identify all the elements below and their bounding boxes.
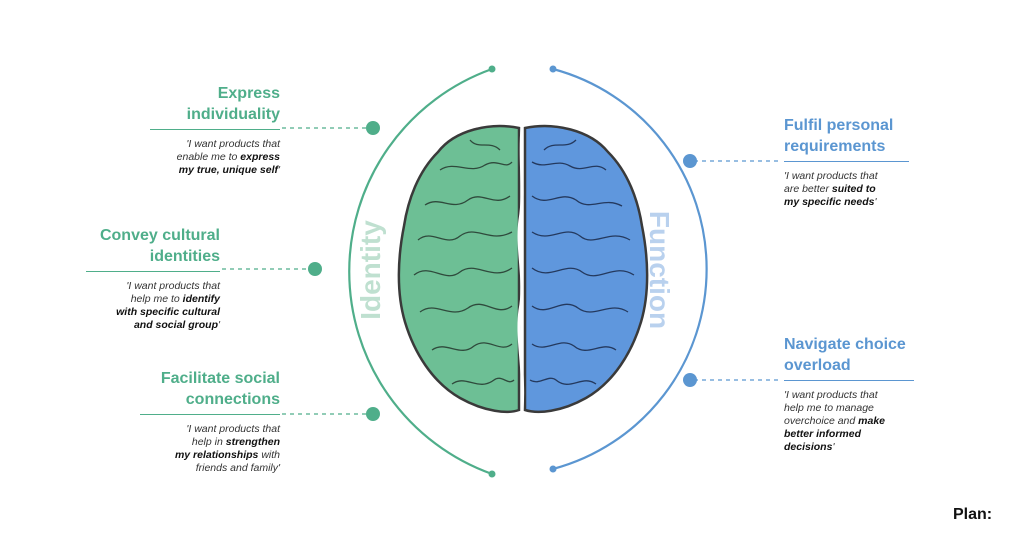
quote-fragment: friends and family' [195,462,280,474]
divider [140,414,280,415]
divider [784,161,909,162]
need-title: Express individuality [186,85,280,123]
quote-fragment: ' [217,319,220,331]
need-title: Facilitate social connections [160,370,280,408]
quote-fragment: express [240,151,280,163]
quote-fragment: ' [832,441,835,453]
need-title: Navigate choice overload [784,336,906,374]
quote-fragment: help me to [130,293,183,305]
quote-fragment: 'I want products that [784,170,878,182]
quote-fragment: 'I want products that [126,280,220,292]
need-convey-cultural-identities: Convey cultural identities 'I want produ… [86,225,220,332]
quote-fragment: suited to [831,183,876,195]
quote-fragment: identify [182,293,220,305]
quote-fragment: strengthen [225,436,280,448]
brand-suffix: : [986,506,992,523]
node-navigate [683,373,697,387]
quote-fragment: make [858,415,885,427]
need-navigate-choice-overload: Navigate choice overload 'I want product… [784,334,914,454]
function-arc [552,67,708,471]
brand-name: Plan [953,506,987,523]
identity-label: Identity [355,220,386,320]
need-express-individuality: Express individuality 'I want products t… [150,83,280,177]
function-arc-end-top [549,65,557,73]
quote-fragment: 'I want products that [784,389,878,401]
brain-left-hemisphere [397,124,521,414]
quote-fragment: 'I want products that [186,138,280,150]
quote-fragment: with specific cultural [116,306,220,318]
quote-fragment: my relationships [174,449,259,461]
need-title: Fulfil personal requirements [784,117,894,155]
brain-illustration [397,124,649,414]
need-fulfil-personal-requirements: Fulfil personal requirements 'I want pro… [784,115,909,209]
quote-fragment: overchoice and [784,415,859,427]
need-facilitate-social-connections: Facilitate social connections 'I want pr… [140,368,280,475]
quote-fragment: help in [191,436,226,448]
need-title: Convey cultural identities [99,227,220,265]
quote-fragment: 'I want products that [186,423,280,435]
node-express [366,121,380,135]
function-arc-end-bottom [549,465,557,473]
quote-fragment: help me to manage [784,402,874,414]
brand-logo: Plan: [953,506,992,524]
quote-fragment: enable me to [176,151,241,163]
brain-right-hemisphere [523,124,649,414]
quote-fragment: with [258,449,280,461]
divider [86,271,220,272]
function-label: Function [644,211,675,329]
node-fulfil [683,154,697,168]
quote-fragment: my specific needs [784,196,875,208]
divider [784,380,914,381]
quote-fragment: and social group [133,319,218,331]
quote-fragment: decisions [784,441,833,453]
identity-arc-end-bottom [488,470,496,478]
quote-fragment: ' [874,196,877,208]
node-facilitate [366,407,380,421]
identity-arc-end-top [488,65,496,73]
divider [150,129,280,130]
quote-fragment: ' [277,164,280,176]
brain-gyri-left [413,139,515,385]
quote-fragment: my true, unique self [178,164,278,176]
identity-arc [348,67,493,476]
brain-gyri-right [529,139,635,385]
quote-fragment: better informed [784,428,862,440]
node-convey [308,262,322,276]
quote-fragment: are better [784,183,832,195]
brain-fissure [517,127,525,411]
